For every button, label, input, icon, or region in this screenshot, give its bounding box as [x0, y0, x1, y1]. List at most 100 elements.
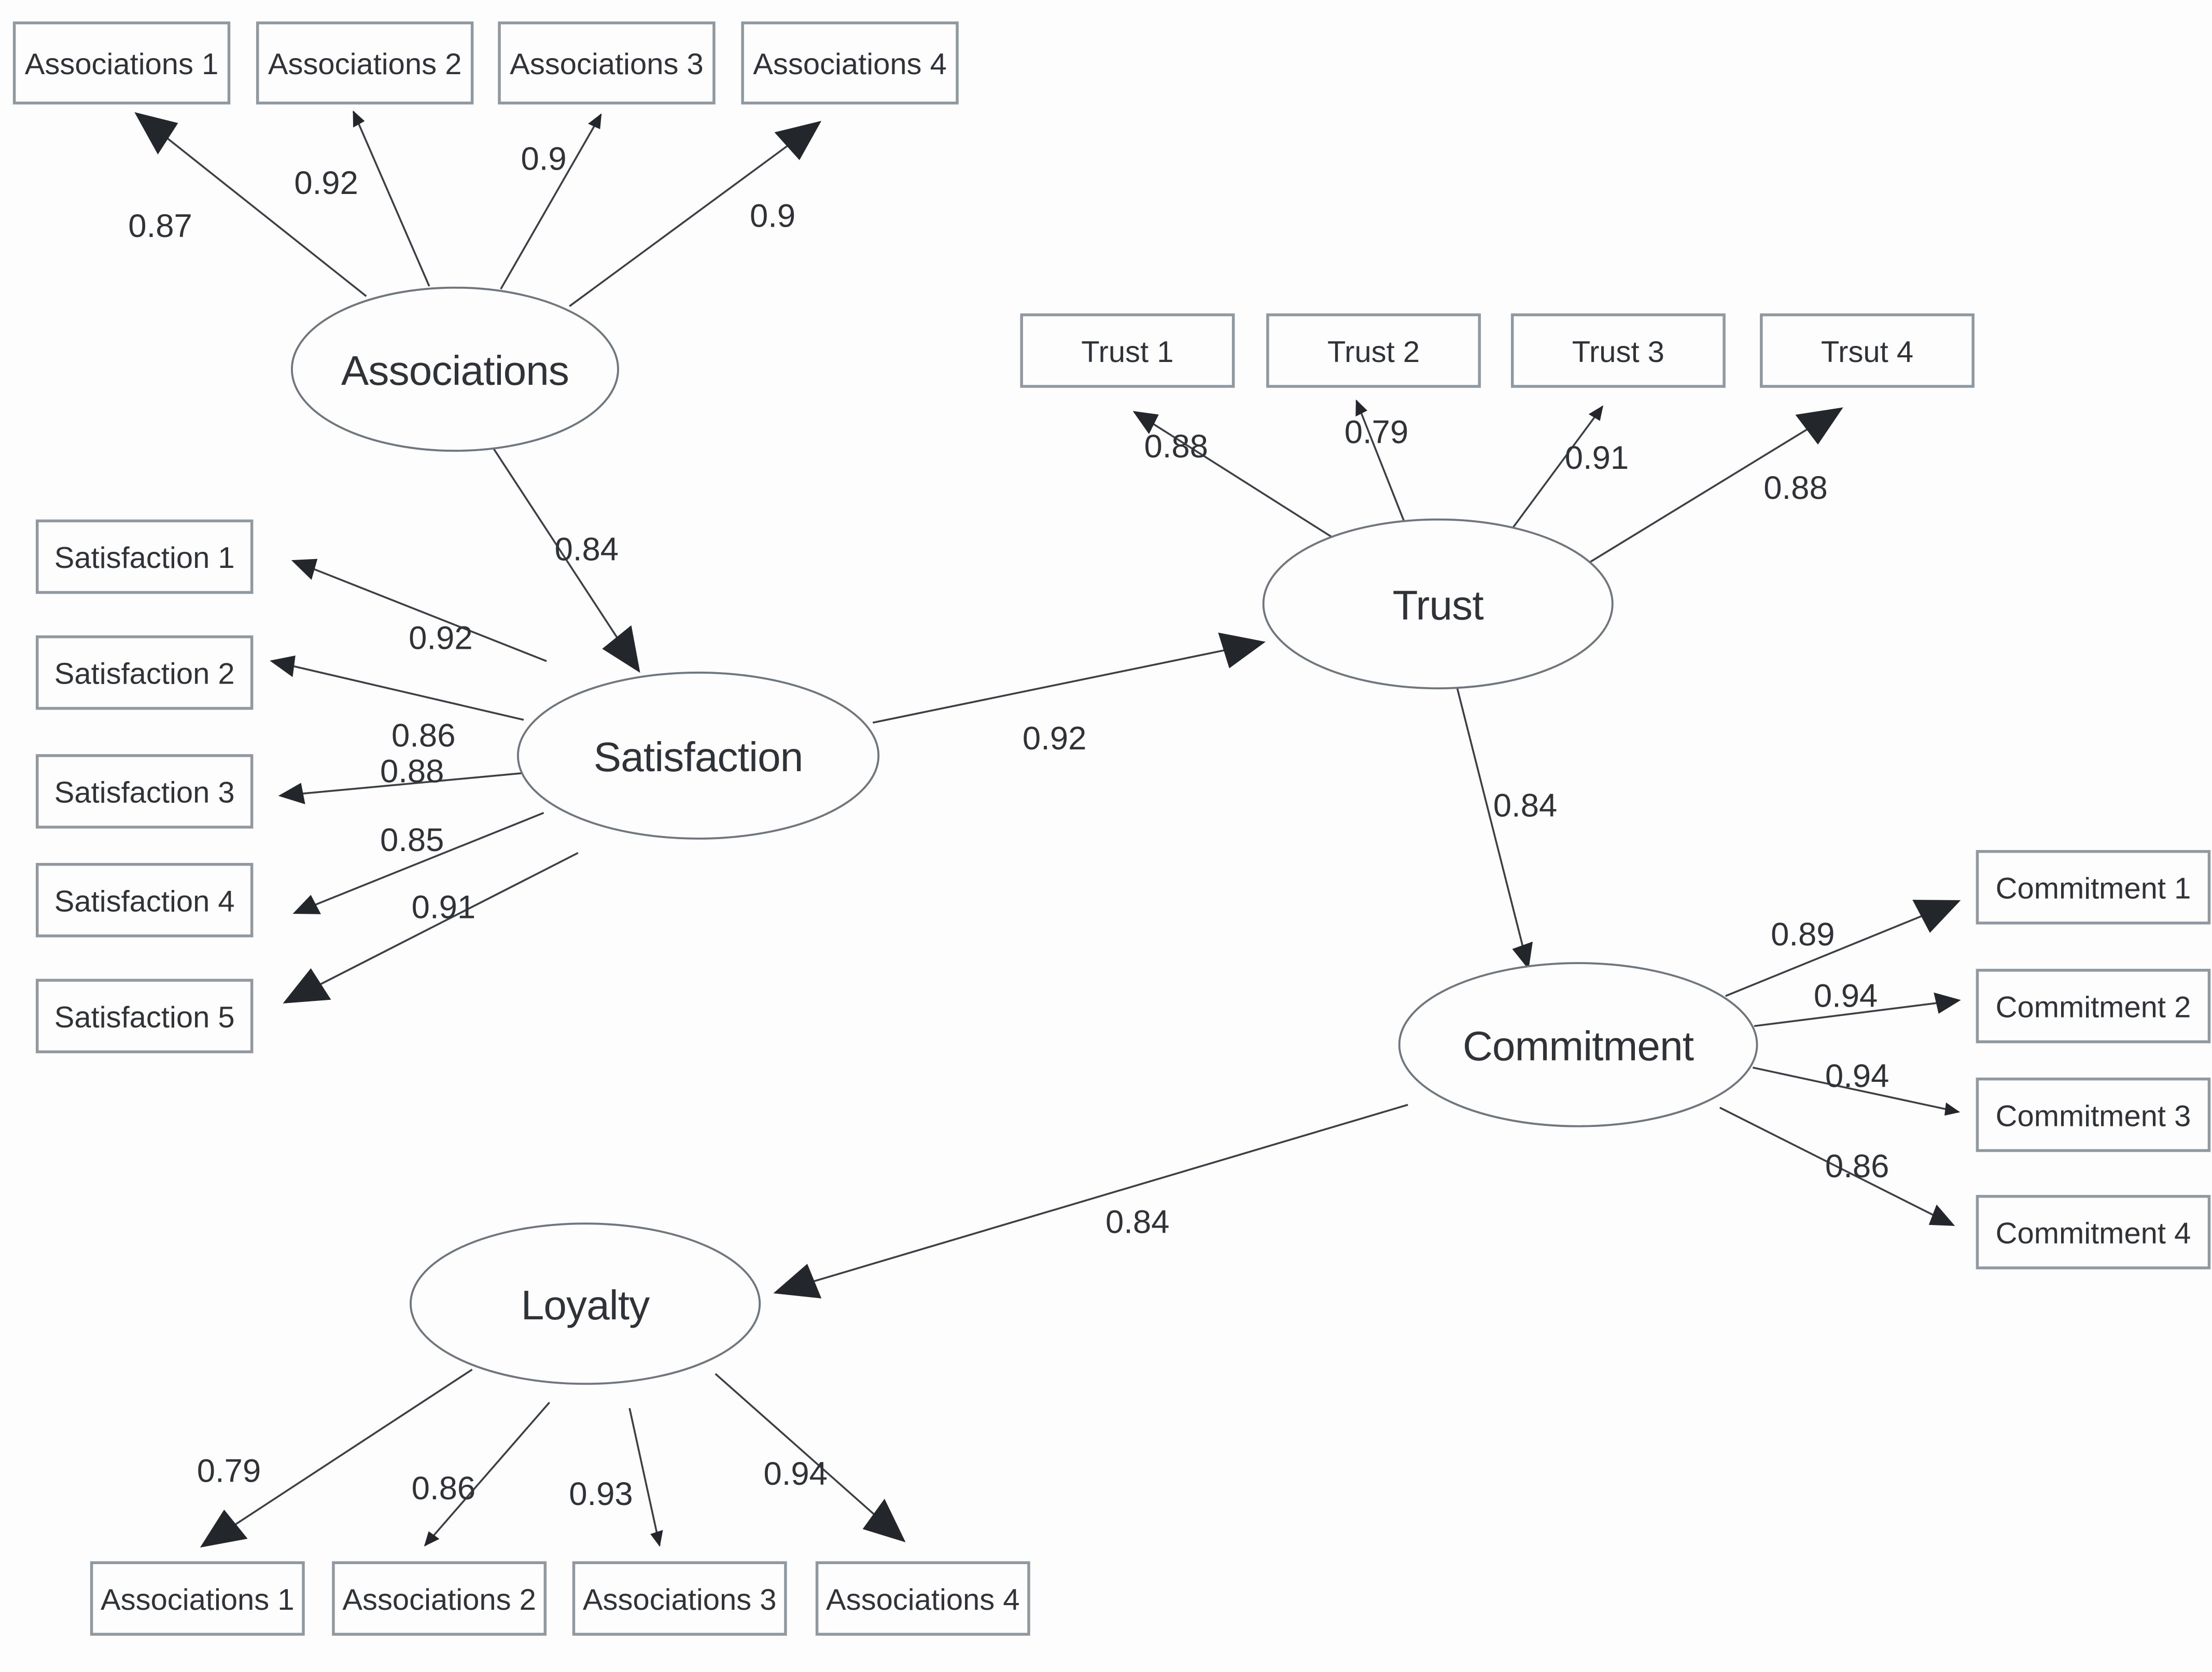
box [35, 979, 254, 1053]
indicator-box-commitment-4: Commitment 4 [1976, 1195, 2211, 1270]
loading-commitment-3: 0.94 [1825, 1058, 1889, 1094]
indicator-box-satisfaction-4: Satisfaction 4 [35, 862, 254, 938]
satisfaction-ellipse [516, 671, 880, 840]
box [35, 754, 254, 829]
arrow-loyalty-to-item4 [715, 1373, 906, 1542]
loading-trust-2: 0.79 [1345, 414, 1409, 450]
box [90, 1561, 305, 1636]
indicator-label: Associations 4 [753, 48, 947, 81]
arrow-trust-to-trust1 [1132, 411, 1334, 539]
box [332, 1561, 547, 1636]
arrow-loyalty-to-item2 [424, 1402, 550, 1547]
loyalty-ellipse [410, 1222, 761, 1385]
path-associations-satisfaction [491, 445, 640, 673]
indicator-label: Trust 3 [1572, 336, 1664, 369]
associations-ellipse [290, 286, 619, 452]
loading-satisfaction-1: 0.92 [409, 620, 473, 657]
indicator-box-associations-2: Associations 2 [256, 21, 474, 105]
indicator-label: Associations 1 [25, 48, 219, 81]
loading-commitment-2: 0.94 [1814, 978, 1878, 1014]
loading-loyalty-4: 0.94 [763, 1456, 828, 1492]
trust-ellipse [1262, 518, 1614, 690]
coefficient-trust-commitment: 0.84 [1493, 788, 1558, 824]
latent-label-trust: Trust [1393, 582, 1484, 629]
indicator-label: Trust 2 [1327, 336, 1420, 369]
indicator-label: Satisfaction 2 [54, 658, 235, 691]
arrow-commitment-to-commitment3 [1752, 1066, 1961, 1116]
loading-loyalty-2: 0.86 [412, 1470, 476, 1507]
loading-associations-1: 0.87 [128, 208, 192, 244]
loading-associations-2: 0.92 [294, 165, 358, 201]
indicator-box-commitment-2: Commitment 2 [1976, 969, 2211, 1043]
indicator-box-loyalty-4: Associations 4 [815, 1561, 1030, 1636]
box [498, 21, 716, 105]
arrow-associations-to-associations4 [569, 121, 822, 307]
box [1510, 313, 1726, 388]
indicator-box-loyalty-3: Associations 3 [572, 1561, 787, 1636]
arrow-trust-to-trust4 [1581, 407, 1843, 568]
path-commitment-loyalty [773, 1104, 1408, 1299]
indicator-label: Commitment 3 [1996, 1099, 2191, 1133]
indicator-box-commitment-3: Commitment 3 [1976, 1077, 2211, 1152]
coefficient-satisfaction-trust: 0.92 [1023, 720, 1087, 757]
box [35, 862, 254, 938]
box [741, 21, 959, 105]
loading-satisfaction-5: 0.91 [412, 889, 476, 925]
loading-satisfaction-3: 0.88 [380, 753, 444, 789]
box [256, 21, 474, 105]
arrow-commitment-to-commitment1 [1725, 899, 1961, 997]
path-trust-commitment [1455, 685, 1533, 970]
box [12, 21, 231, 105]
latent-associations: Associations [290, 286, 619, 452]
arrow-loyalty-to-item1 [200, 1369, 473, 1548]
loading-commitment-4: 0.86 [1825, 1148, 1889, 1185]
arrow-trust-to-trust3 [1508, 405, 1604, 533]
coefficient-commitment-loyalty: 0.84 [1105, 1204, 1170, 1241]
indicator-label: Satisfaction 5 [54, 1001, 235, 1034]
latent-label-associations: Associations [341, 347, 569, 394]
indicator-box-satisfaction-5: Satisfaction 5 [35, 979, 254, 1053]
indicator-box-commitment-1: Commitment 1 [1976, 850, 2211, 925]
loading-trust-3: 0.91 [1565, 440, 1629, 476]
indicator-label: Commitment 1 [1996, 872, 2191, 905]
indicator-label: Commitment 2 [1996, 991, 2191, 1024]
box [1266, 313, 1481, 388]
latent-satisfaction: Satisfaction [516, 671, 880, 840]
arrow-associations-to-associations1 [134, 112, 367, 297]
arrow-loyalty-to-item3 [628, 1408, 663, 1547]
box [1760, 313, 1975, 388]
loading-trust-1: 0.88 [1144, 428, 1208, 465]
indicator-box-associations-4: Associations 4 [741, 21, 959, 105]
arrow-satisfaction-to-satisfaction2 [270, 655, 524, 721]
box [572, 1561, 787, 1636]
loading-loyalty-3: 0.93 [569, 1476, 633, 1512]
indicator-label: Associations 2 [268, 48, 462, 81]
box [1976, 1195, 2211, 1270]
latent-label-commitment: Commitment [1463, 1023, 1694, 1069]
indicator-box-satisfaction-2: Satisfaction 2 [35, 635, 254, 710]
arrow-associations-to-associations2 [352, 110, 430, 287]
box [1976, 969, 2211, 1043]
loading-commitment-1: 0.89 [1771, 916, 1835, 953]
latent-commitment: Commitment [1398, 962, 1758, 1127]
box [815, 1561, 1030, 1636]
loading-associations-3: 0.9 [521, 141, 566, 177]
box [35, 519, 254, 594]
arrow-commitment-to-commitment2 [1754, 992, 1961, 1027]
indicator-box-trust-4: Trsut 4 [1760, 313, 1975, 388]
loading-trust-4: 0.88 [1763, 470, 1828, 506]
indicator-box-trust-3: Trust 3 [1510, 313, 1726, 388]
arrow-satisfaction-to-satisfaction3 [278, 772, 527, 804]
box [35, 635, 254, 710]
indicator-box-satisfaction-1: Satisfaction 1 [35, 519, 254, 594]
latent-loyalty: Loyalty [410, 1222, 761, 1385]
arrow-trust-to-trust2 [1355, 399, 1406, 524]
indicator-box-associations-1: Associations 1 [12, 21, 231, 105]
arrow-commitment-to-commitment4 [1719, 1107, 1955, 1226]
indicator-label: Satisfaction 4 [54, 885, 235, 918]
indicator-label: Satisfaction 3 [54, 776, 235, 810]
indicator-label: Associations 3 [583, 1583, 777, 1617]
box [1976, 850, 2211, 925]
